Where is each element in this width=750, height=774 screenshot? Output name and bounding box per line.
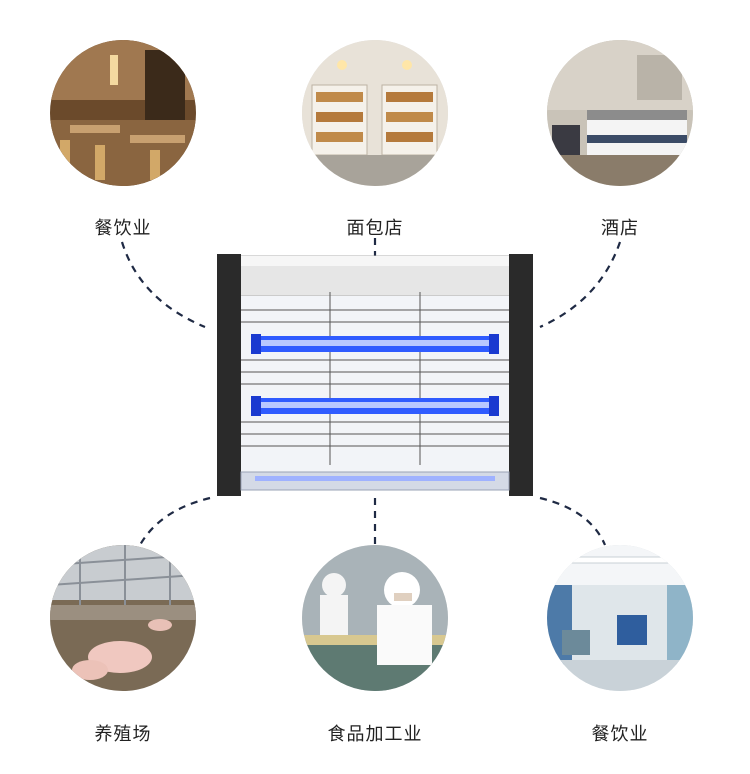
connector-bottom-right [539,496,607,546]
scenario-image-bakery [302,40,448,186]
scenario-label-pig-farm: 养殖场 [94,724,152,745]
scenario-label-restaurant: 餐饮业 [94,218,152,239]
scenario-label-hotel: 酒店 [601,218,639,239]
connector-top-right [539,241,622,329]
scenario-label-food-factory: 食品加工业 [327,724,423,745]
connector-bottom-left [139,496,211,546]
scenario-image-pig-farm [50,545,196,691]
connector-top-left [120,241,206,329]
scenario-image-restaurant [50,40,196,186]
uv-insect-zapper-image [215,250,535,500]
scenario-image-food-factory [302,545,448,691]
scenario-label-hospital: 餐饮业 [591,724,649,745]
scenario-image-hospital [547,545,693,691]
scenario-label-bakery: 面包店 [346,218,404,239]
scenario-image-hotel [547,40,693,186]
